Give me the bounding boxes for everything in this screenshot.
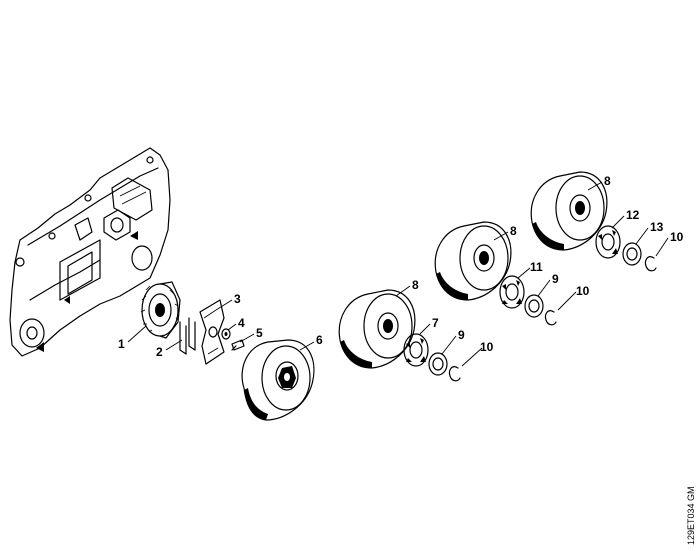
label-p8b: 8 [510,224,517,238]
label-p10c: 10 [670,230,684,244]
part-13-icon [622,242,642,266]
label-p9a: 9 [458,328,465,342]
label-p5: 5 [256,326,263,340]
label-p2: 2 [156,345,163,359]
label-p13: 13 [650,220,664,234]
label-p8a: 8 [412,278,419,292]
label-p6: 6 [316,333,323,347]
label-p11: 11 [530,260,543,274]
label-p3: 3 [234,292,241,306]
part-1-icon [140,281,181,339]
label-p1: 1 [118,337,125,351]
label-p7: 7 [432,316,439,330]
figure-code: 129ET034 GM [686,486,696,545]
crankcase-icon [9,147,171,357]
label-p8c: 8 [604,174,611,188]
part-10a-icon [448,366,461,382]
part-10b-icon [544,310,557,326]
leader-lines [127,181,669,367]
part-6-icon [241,339,315,421]
part-9a-icon [428,352,448,376]
label-p10b: 10 [576,284,590,298]
part-10c-icon [644,256,657,272]
label-p9b: 9 [552,272,559,286]
label-p12: 12 [626,208,640,222]
label-p4: 4 [238,316,245,330]
part-3-icon [199,299,225,365]
part-11-icon [499,275,525,309]
part-2-icon [179,317,196,355]
part-12-icon [595,225,621,259]
drum-8a-icon [338,289,416,369]
part-5-icon [231,339,245,351]
part-7-icon [403,333,429,367]
part-4-icon [221,328,231,340]
drum-8b-icon [434,221,512,301]
part-labels: 1 2 3 4 5 6 8 7 9 10 8 11 9 10 8 12 13 1… [118,174,684,359]
drum-8c-icon [530,171,608,251]
part-9b-icon [524,294,544,318]
label-p10a: 10 [480,340,494,354]
